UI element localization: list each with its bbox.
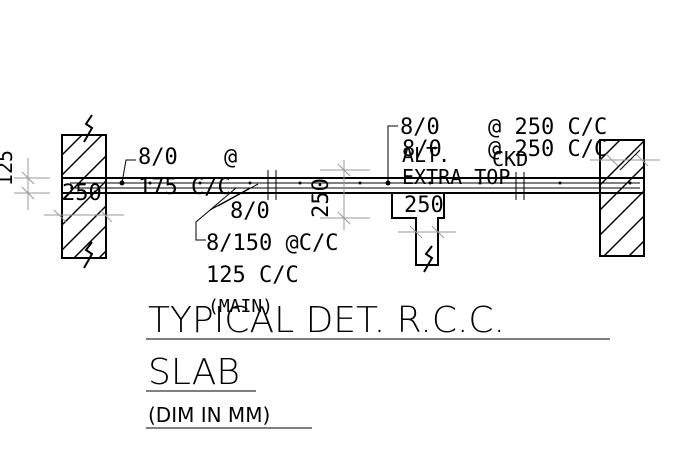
slab [62,177,644,194]
dim-note: (DIM IN MM) [148,403,270,427]
bar-center-a: 8/0 [230,199,270,224]
bar-right-top-a: 8/0 [400,115,440,140]
beam [391,193,445,273]
bar-150: 8/150 @C/C [206,231,338,256]
dim-250-left: 250 [62,181,102,206]
bar-left-top-b: @ [224,145,237,170]
dim-250-vertical: 250 [309,178,334,218]
main-label: (MAIN) [208,296,273,317]
title-block: TYPICAL DET. R.C.C. SLAB (DIM IN MM) [146,300,610,429]
annotations: 125 250 8/0 @ 175 C/C 8/0 8/150 @C/C 125… [0,115,607,317]
bar-left-spacing: 175 C/C [138,175,231,200]
bar-right-second-b: @ 250 C/C [488,137,607,162]
ckd-label: CKD [492,147,528,171]
title-line-2: SLAB [148,352,240,393]
dimension-lines [14,153,660,239]
bar-left-top-a: 8/0 [138,145,178,170]
extra-top: EXTRA TOP [402,165,510,189]
bar-right-second-a: 8/0 [402,137,442,162]
alt-label: ALT. [402,143,450,167]
bar-125: 125 C/C [206,263,299,288]
title-line-1: TYPICAL DET. R.C.C. [148,300,505,341]
beam-250: 250 [404,193,444,218]
leader-lines [121,125,641,241]
dim-125-left: 125 [0,150,17,186]
bar-right-top-b: @ 250 C/C [488,115,607,140]
